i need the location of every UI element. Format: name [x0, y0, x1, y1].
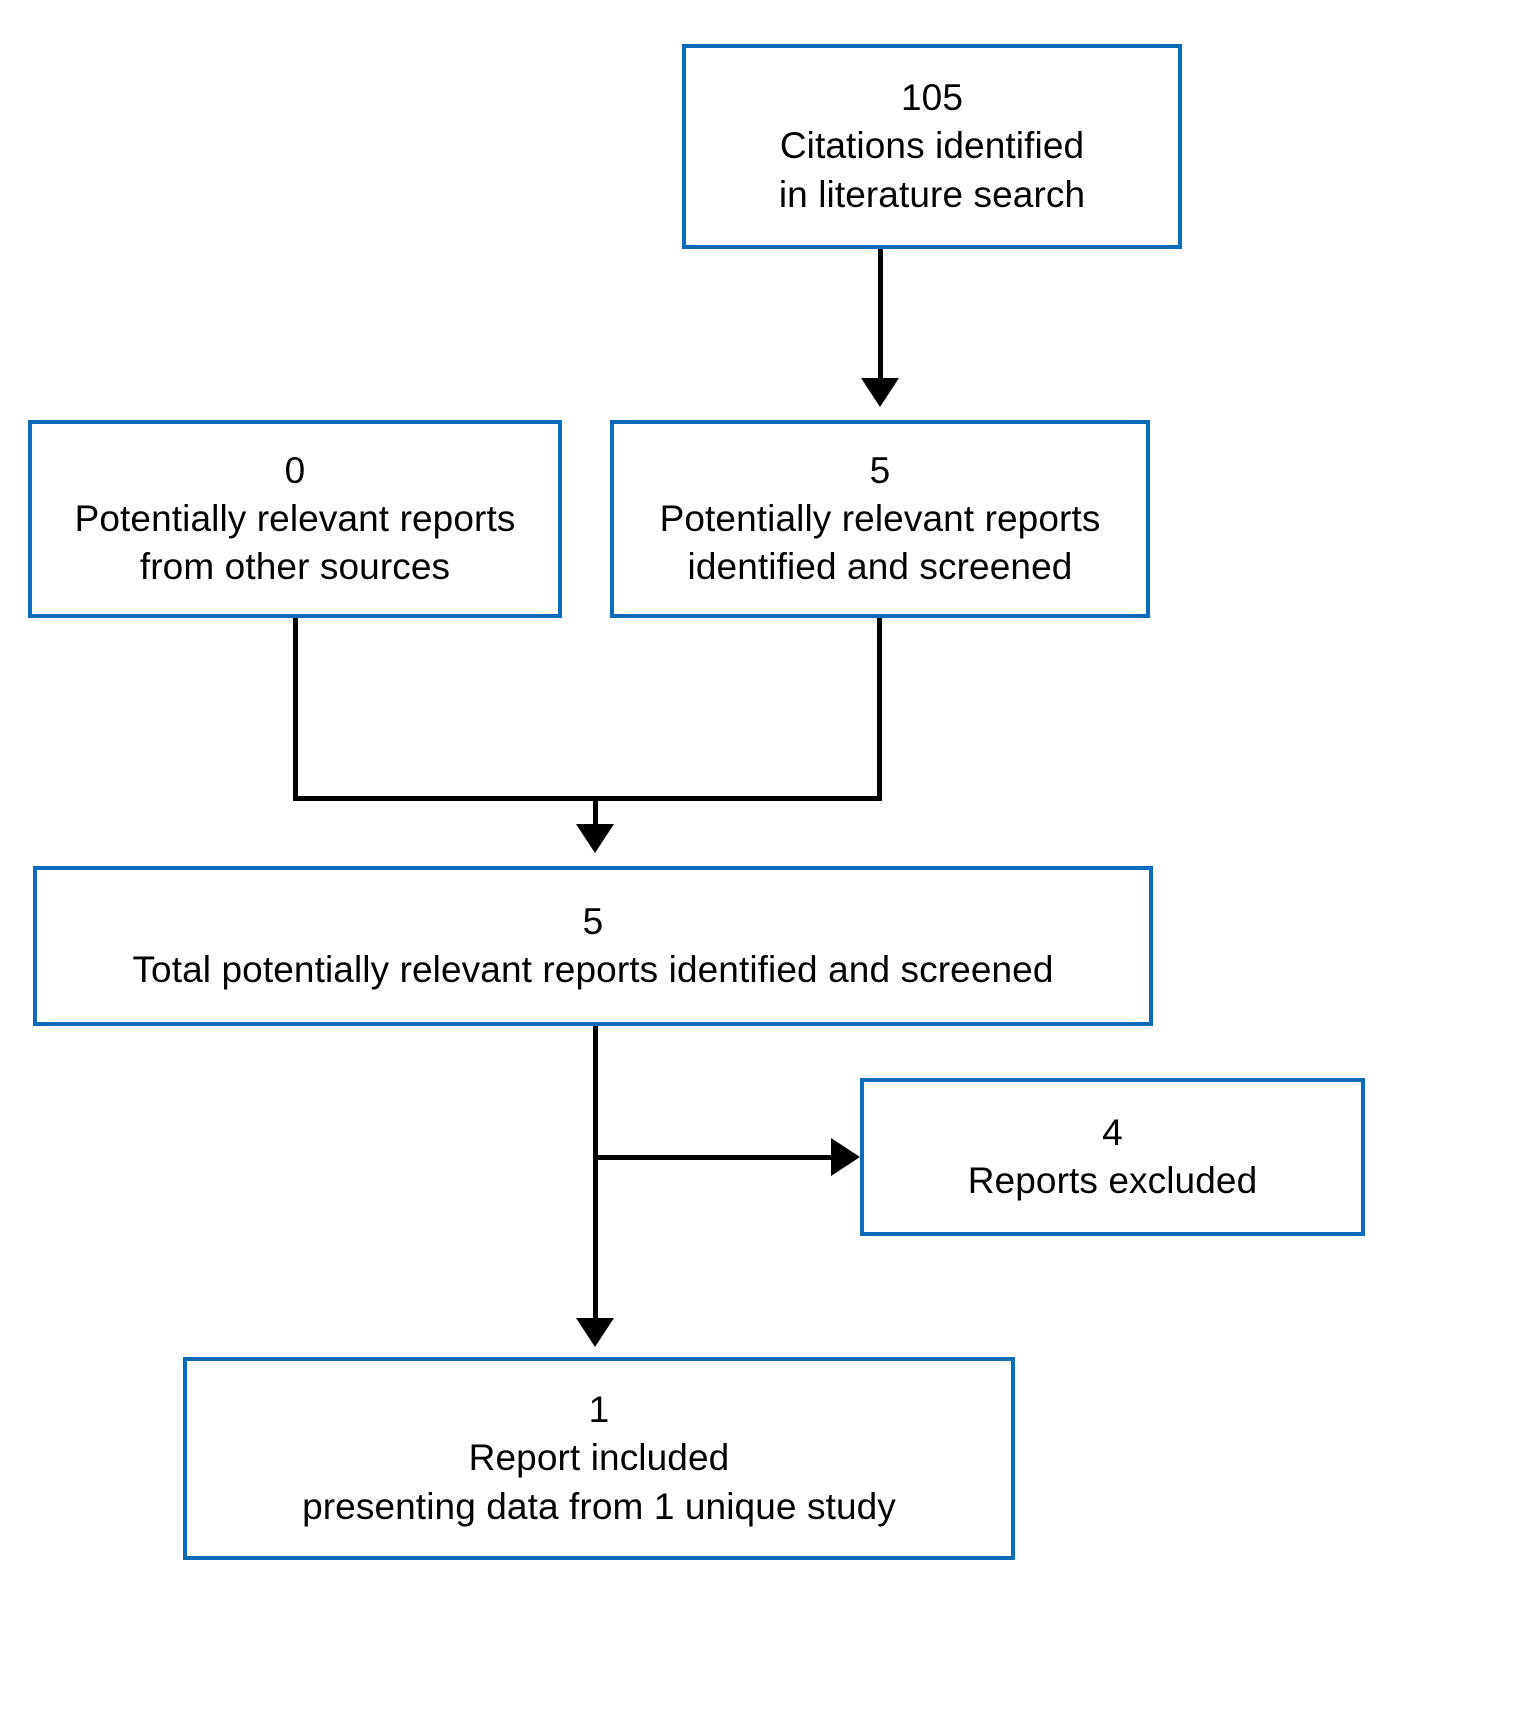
arrowhead-identified-to-screened	[861, 378, 899, 407]
node-other-sources: 0 Potentially relevant reports from othe…	[28, 420, 562, 618]
connector-identified-to-screened	[878, 249, 883, 380]
node-screened-line1: Potentially relevant reports	[659, 497, 1101, 539]
node-reports-excluded-count: 4	[1102, 1111, 1123, 1153]
node-total-screened-line1: Total potentially relevant reports ident…	[132, 949, 1054, 990]
arrowhead-total-to-included	[576, 1318, 614, 1347]
node-citations-identified-count: 105	[900, 77, 964, 119]
node-other-sources-line2: from other sources	[139, 546, 451, 588]
arrowhead-merge-to-total	[576, 824, 614, 853]
node-total-screened: 5 Total potentially relevant reports ide…	[33, 866, 1153, 1026]
node-reports-excluded: 4 Reports excluded	[860, 1078, 1365, 1236]
node-report-included-line1: Report included	[468, 1437, 730, 1479]
connector-merge-bar	[293, 796, 882, 801]
node-total-screened-count: 5	[582, 900, 604, 942]
connector-total-to-excluded	[593, 1155, 841, 1160]
node-report-included-line2: presenting data from 1 unique study	[302, 1485, 896, 1527]
connector-merge-to-total	[593, 796, 598, 838]
node-citations-identified-line2: in literature search	[778, 173, 1086, 215]
node-screened-line2: identified and screened	[687, 546, 1073, 588]
node-screened: 5 Potentially relevant reports identifie…	[610, 420, 1150, 618]
node-citations-identified: 105 Citations identified in literature s…	[682, 44, 1182, 249]
node-other-sources-count: 0	[284, 449, 306, 491]
node-report-included-count: 1	[588, 1389, 610, 1431]
connector-screened-drop	[877, 618, 882, 801]
connector-other-sources-drop	[293, 618, 298, 801]
node-report-included: 1 Report included presenting data from 1…	[183, 1357, 1015, 1560]
arrowhead-total-to-excluded	[831, 1138, 860, 1176]
node-reports-excluded-line1: Reports excluded	[967, 1160, 1258, 1201]
node-citations-identified-line1: Citations identified	[779, 125, 1085, 167]
connector-total-stem	[593, 1026, 598, 1321]
node-other-sources-line1: Potentially relevant reports	[74, 497, 516, 539]
node-screened-count: 5	[869, 449, 891, 491]
